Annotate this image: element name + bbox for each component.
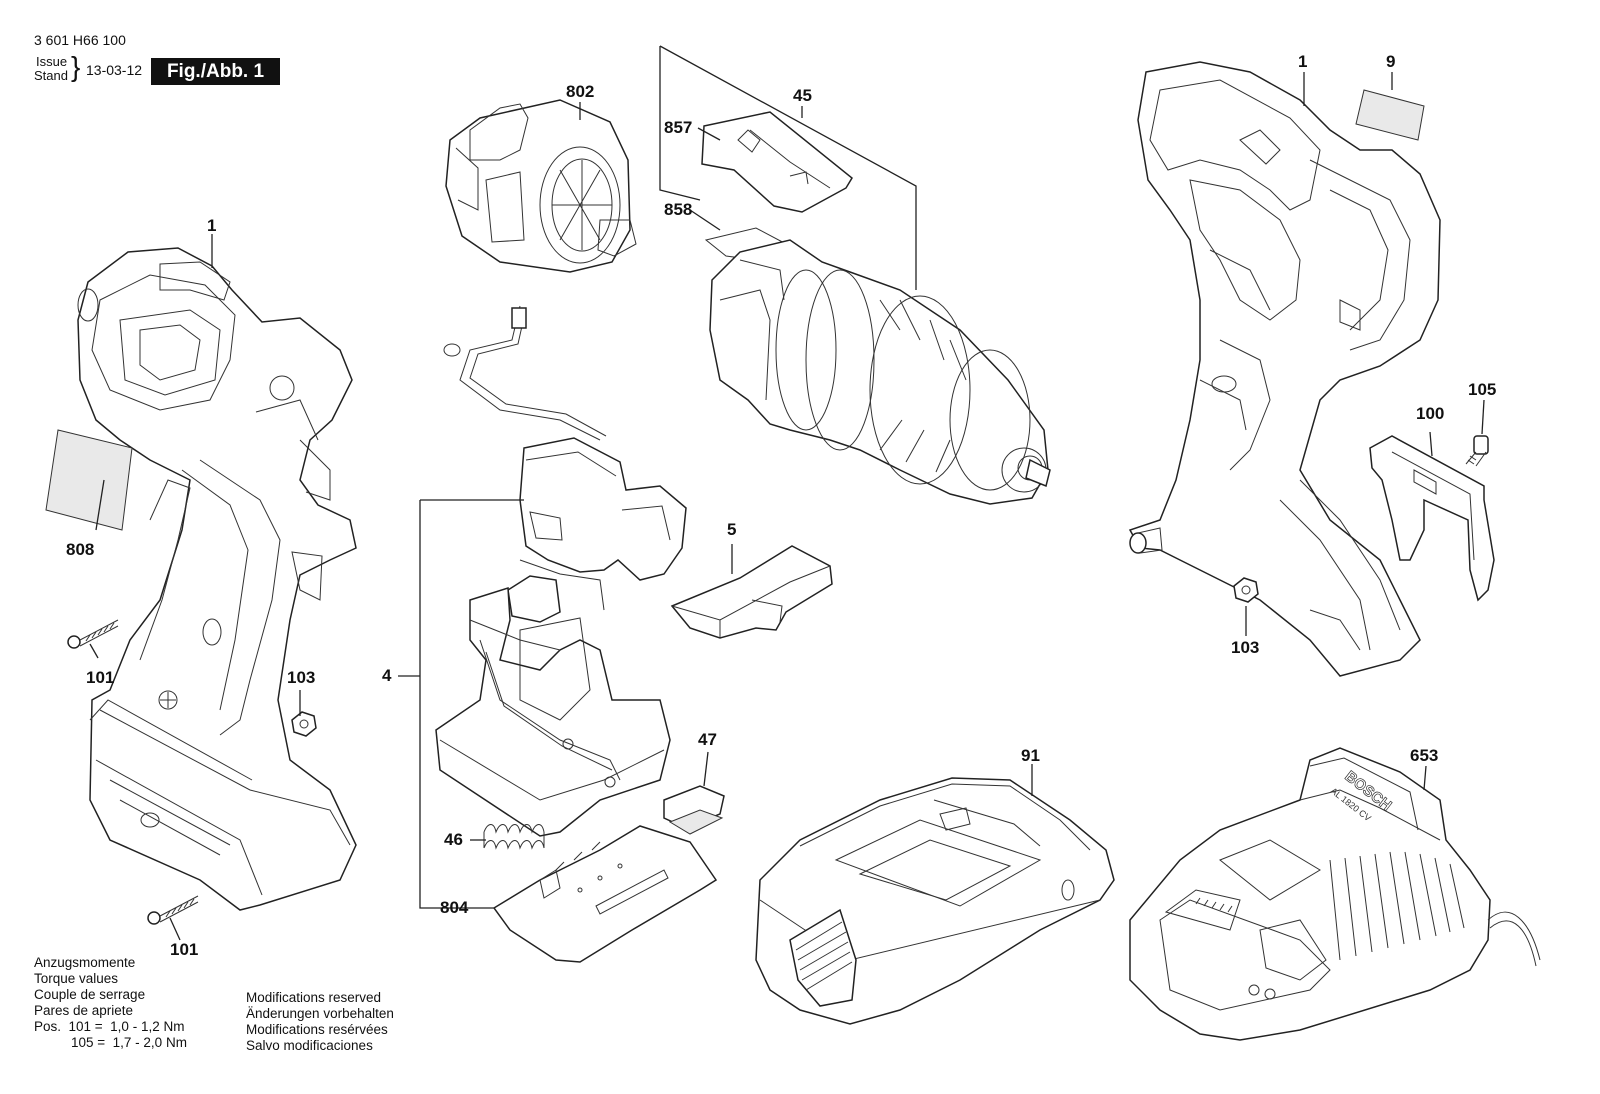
part-label-101-lower: 101 [170,940,199,959]
part-label-802: 802 [566,82,595,101]
part-label-4: 4 [382,666,392,685]
contact-plate-804 [492,825,718,963]
part-label-1-left: 1 [207,216,217,235]
document-number: 3 601 H66 100 [34,32,126,48]
issue-date: 13-03-12 [86,62,143,78]
gearbox-chuck-45 [701,111,1051,505]
spring-46 [483,824,545,850]
part-label-858: 858 [664,200,693,219]
screw-101-lower [147,895,199,925]
issue-brace: } [71,51,81,82]
torque-note-title-en: Torque values [34,971,119,986]
part-label-103-right: 103 [1231,638,1260,657]
torque-note-title-de: Anzugsmomente [34,955,136,970]
motor-802 [445,99,637,273]
modifications-de: Änderungen vorbehalten [246,1006,394,1021]
torque-note-title-es: Pares de apriete [34,1003,134,1018]
stand-label: Stand [34,68,68,83]
part-label-9: 9 [1386,52,1396,71]
screw-101-upper [67,619,119,649]
slide-5 [670,545,833,639]
part-label-105: 105 [1468,380,1497,399]
part-label-101-upper: 101 [86,668,115,687]
charger-653 [1129,747,1541,1041]
switch-assembly-4 [435,305,687,837]
part-label-1-right: 1 [1298,52,1308,71]
torque-value-101: Pos. 101 = 1,0 - 1,2 Nm [34,1019,185,1034]
part-label-100: 100 [1416,404,1445,423]
part-label-857: 857 [664,118,693,137]
part-label-46: 46 [444,830,463,849]
nut-103-right [1233,577,1259,603]
left-housing-half [77,247,357,911]
torque-value-105: 105 = 1,7 - 2,0 Nm [71,1035,187,1050]
right-housing-half [1128,61,1441,677]
clip-47 [663,785,725,835]
part-label-5: 5 [727,520,737,539]
part-label-47: 47 [698,730,717,749]
screw-105 [1465,435,1489,467]
modifications-de-en: Modifications reserved [246,990,382,1005]
part-label-103-left: 103 [287,668,316,687]
part-label-653: 653 [1410,746,1439,765]
modifications-es: Salvo modificaciones [246,1038,373,1053]
part-label-808: 808 [66,540,95,559]
label-sticker-808 [45,429,133,531]
label-sticker-9 [1355,89,1425,141]
nut-103-left [291,711,317,737]
part-label-804: 804 [440,898,469,917]
part-label-91: 91 [1021,746,1040,765]
modifications-fr: Modifications resérvées [246,1022,388,1037]
battery-pack-91 [755,777,1115,1025]
leader-lines [89,45,1485,941]
torque-note-title-fr: Couple de serrage [34,987,146,1002]
part-label-45: 45 [793,86,812,105]
figure-badge: Fig./Abb. 1 [151,58,280,85]
issue-label: Issue [36,54,68,69]
belt-clip-100 [1369,435,1495,602]
